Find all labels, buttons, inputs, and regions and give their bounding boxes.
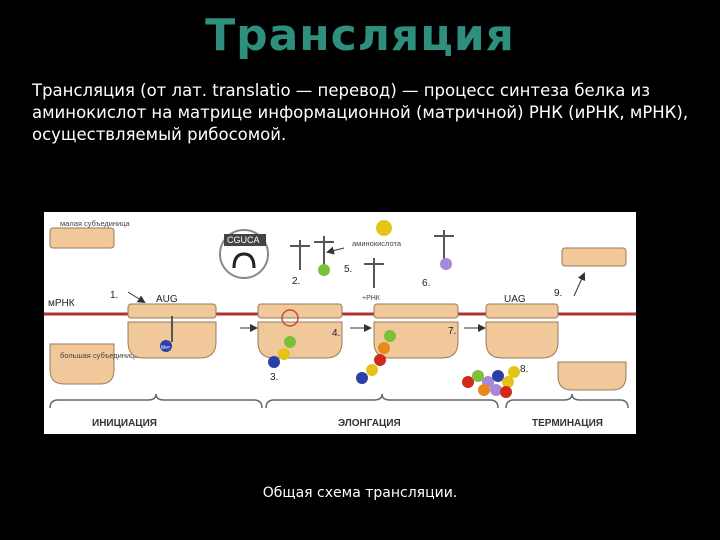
phase-termination: ТЕРМИНАЦИЯ	[532, 418, 603, 429]
anticodon-box	[224, 234, 266, 246]
aa-yellow-free	[376, 220, 392, 236]
phase-elongation: ЭЛОНГАЦИЯ	[338, 418, 401, 429]
phase-bracket-initiation	[49, 393, 263, 409]
ribosome-1-small	[127, 303, 217, 319]
step-2: 2.	[292, 276, 300, 287]
step-8: 8.	[520, 364, 528, 375]
ribosome-2-small	[257, 303, 343, 319]
aa-purple	[440, 258, 452, 270]
amino-acid-label: аминокислота	[352, 239, 402, 248]
step-1: 1.	[110, 290, 118, 301]
step-9: 9.	[554, 288, 562, 299]
ribosome-4-large	[485, 321, 559, 359]
released-small-subunit	[561, 247, 627, 267]
met-label: Мет	[161, 345, 171, 351]
codon-stop: UAG	[504, 294, 526, 305]
small-subunit-label: малая субъединица	[60, 219, 131, 228]
anticodon-text: CGUCA	[227, 235, 260, 245]
figure-caption: Общая схема трансляции.	[262, 485, 458, 501]
ribosome-4-small	[485, 303, 559, 319]
phase-initiation: ИНИЦИАЦИЯ	[92, 418, 157, 429]
mrna-label: мРНК	[48, 298, 75, 309]
small-subunit-shape	[49, 227, 115, 249]
description-term: Трансляция	[32, 81, 135, 100]
aa-green-2	[318, 264, 330, 276]
phase-bracket-elongation	[265, 393, 499, 409]
description-text: Трансляция (от лат. translatio — перевод…	[32, 80, 692, 146]
aa-green-1	[284, 336, 296, 348]
phase-bracket-termination	[505, 393, 629, 409]
translation-diagram: мРНК малая субъединица большая субъедини…	[44, 212, 636, 434]
codon-start: AUG	[156, 294, 178, 305]
met-aa	[160, 340, 172, 352]
ribosome-3-large	[373, 321, 459, 359]
aa-yellow-1	[278, 348, 290, 360]
step-5: 5.	[344, 264, 352, 275]
trna-loop	[232, 252, 256, 269]
ribosome-2-large	[257, 321, 343, 359]
aa-blue	[268, 356, 280, 368]
released-large-subunit	[557, 361, 627, 391]
step-7: 7.	[448, 326, 456, 337]
page-title: Трансляция	[205, 10, 515, 61]
step-3: 3.	[270, 372, 278, 383]
description-rest: (от лат. translatio — перевод) — процесс…	[32, 81, 689, 144]
step-6: 6.	[422, 278, 430, 289]
large-subunit-label: большая субъединица	[60, 351, 139, 360]
ribosome-3-small	[373, 303, 459, 319]
ptc-site	[281, 309, 299, 327]
large-subunit-shape	[49, 343, 115, 385]
step-4: 4.	[332, 328, 340, 339]
trna-label: +РНК	[362, 295, 381, 302]
